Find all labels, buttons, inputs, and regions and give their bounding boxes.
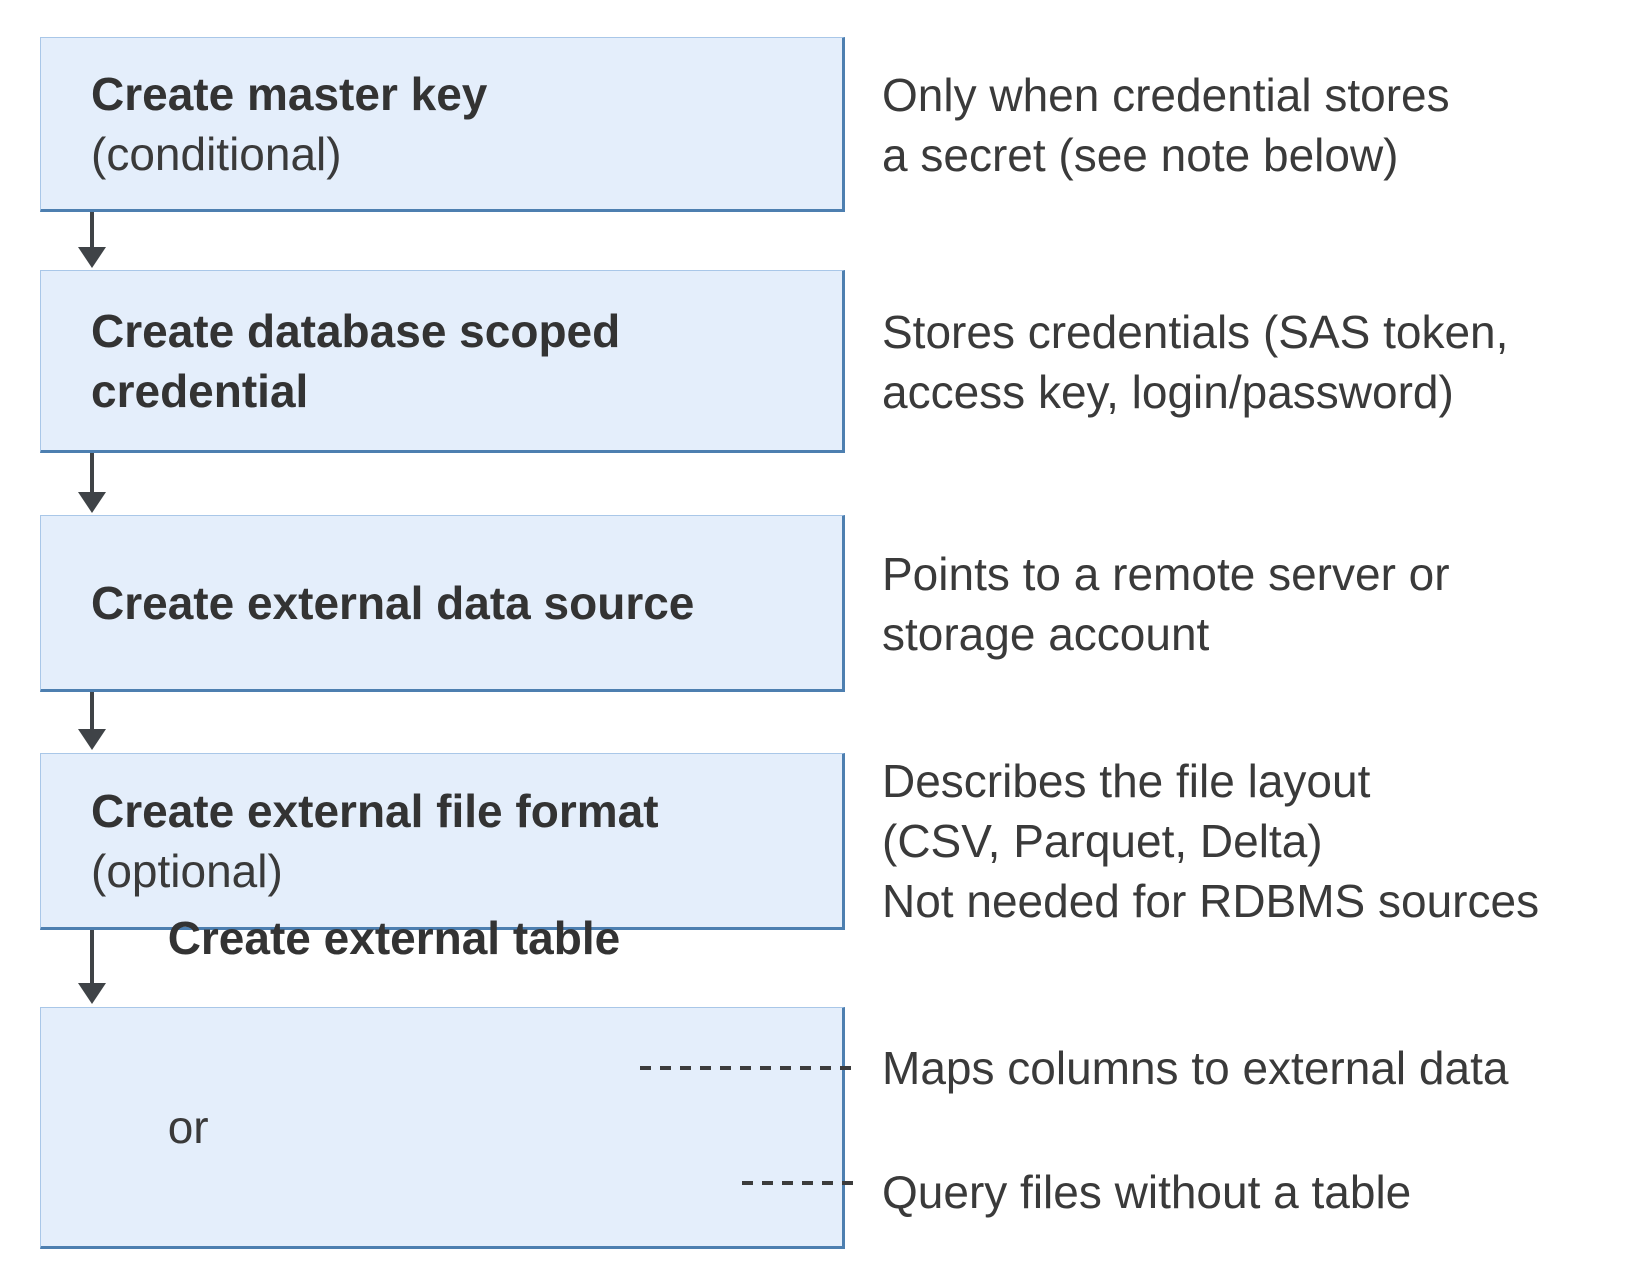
note-openrowset: Query files without a table [882,1166,1412,1218]
step-title-line: Create external table [91,844,826,1033]
arrow-shaft [90,930,94,988]
down-arrow-icon [78,453,106,513]
down-arrow-icon [78,692,106,750]
step-box-create-external-data-source: Create external data source [40,515,845,692]
arrow-shaft [90,453,94,497]
note-external-file-format: Describes the file layout (CSV, Parquet,… [882,755,1540,927]
note-master-key: Only when credential stores a secret (se… [882,68,1450,181]
arrow-head [78,983,106,1004]
dashed-connector-openrowset [742,1181,860,1185]
step-box-create-database-scoped-credential: Create database scoped credential [40,270,845,453]
step-qualifier: (conditional) [91,127,342,180]
arrow-shaft [90,692,94,734]
step-connector: or [167,1100,209,1153]
step-title: Create external data source [91,576,695,629]
arrow-head [78,247,106,268]
note-database-scoped-credential: Stores credentials (SAS token, access ke… [882,305,1509,418]
step-title: Create external table [167,911,621,964]
step-title: Create master key [91,67,488,120]
step-box-create-external-file-format: Create external file format (optional) [40,753,845,930]
step-title: Create external file format [91,784,659,837]
step-box-create-master-key: Create master key (conditional) [40,37,845,212]
arrow-head [78,492,106,513]
arrow-head [78,729,106,750]
note-external-data-source: Points to a remote server or storage acc… [882,547,1450,660]
step-alt-title-line: Openrowset (ad-hoc query) [91,1222,826,1284]
step-box-create-external-table-or-openrowset: Create external table or Openrowset (ad-… [40,912,845,1249]
note-external-table: Maps columns to external data [882,1042,1509,1094]
dashed-connector-external-table [640,1066,860,1070]
step-title: Create database scoped credential [91,304,621,417]
down-arrow-icon [78,212,106,268]
step-qualifier: (optional) [91,844,283,897]
arrow-shaft [90,212,94,252]
step-connector-line: or [91,1033,826,1222]
down-arrow-icon [78,930,106,1004]
